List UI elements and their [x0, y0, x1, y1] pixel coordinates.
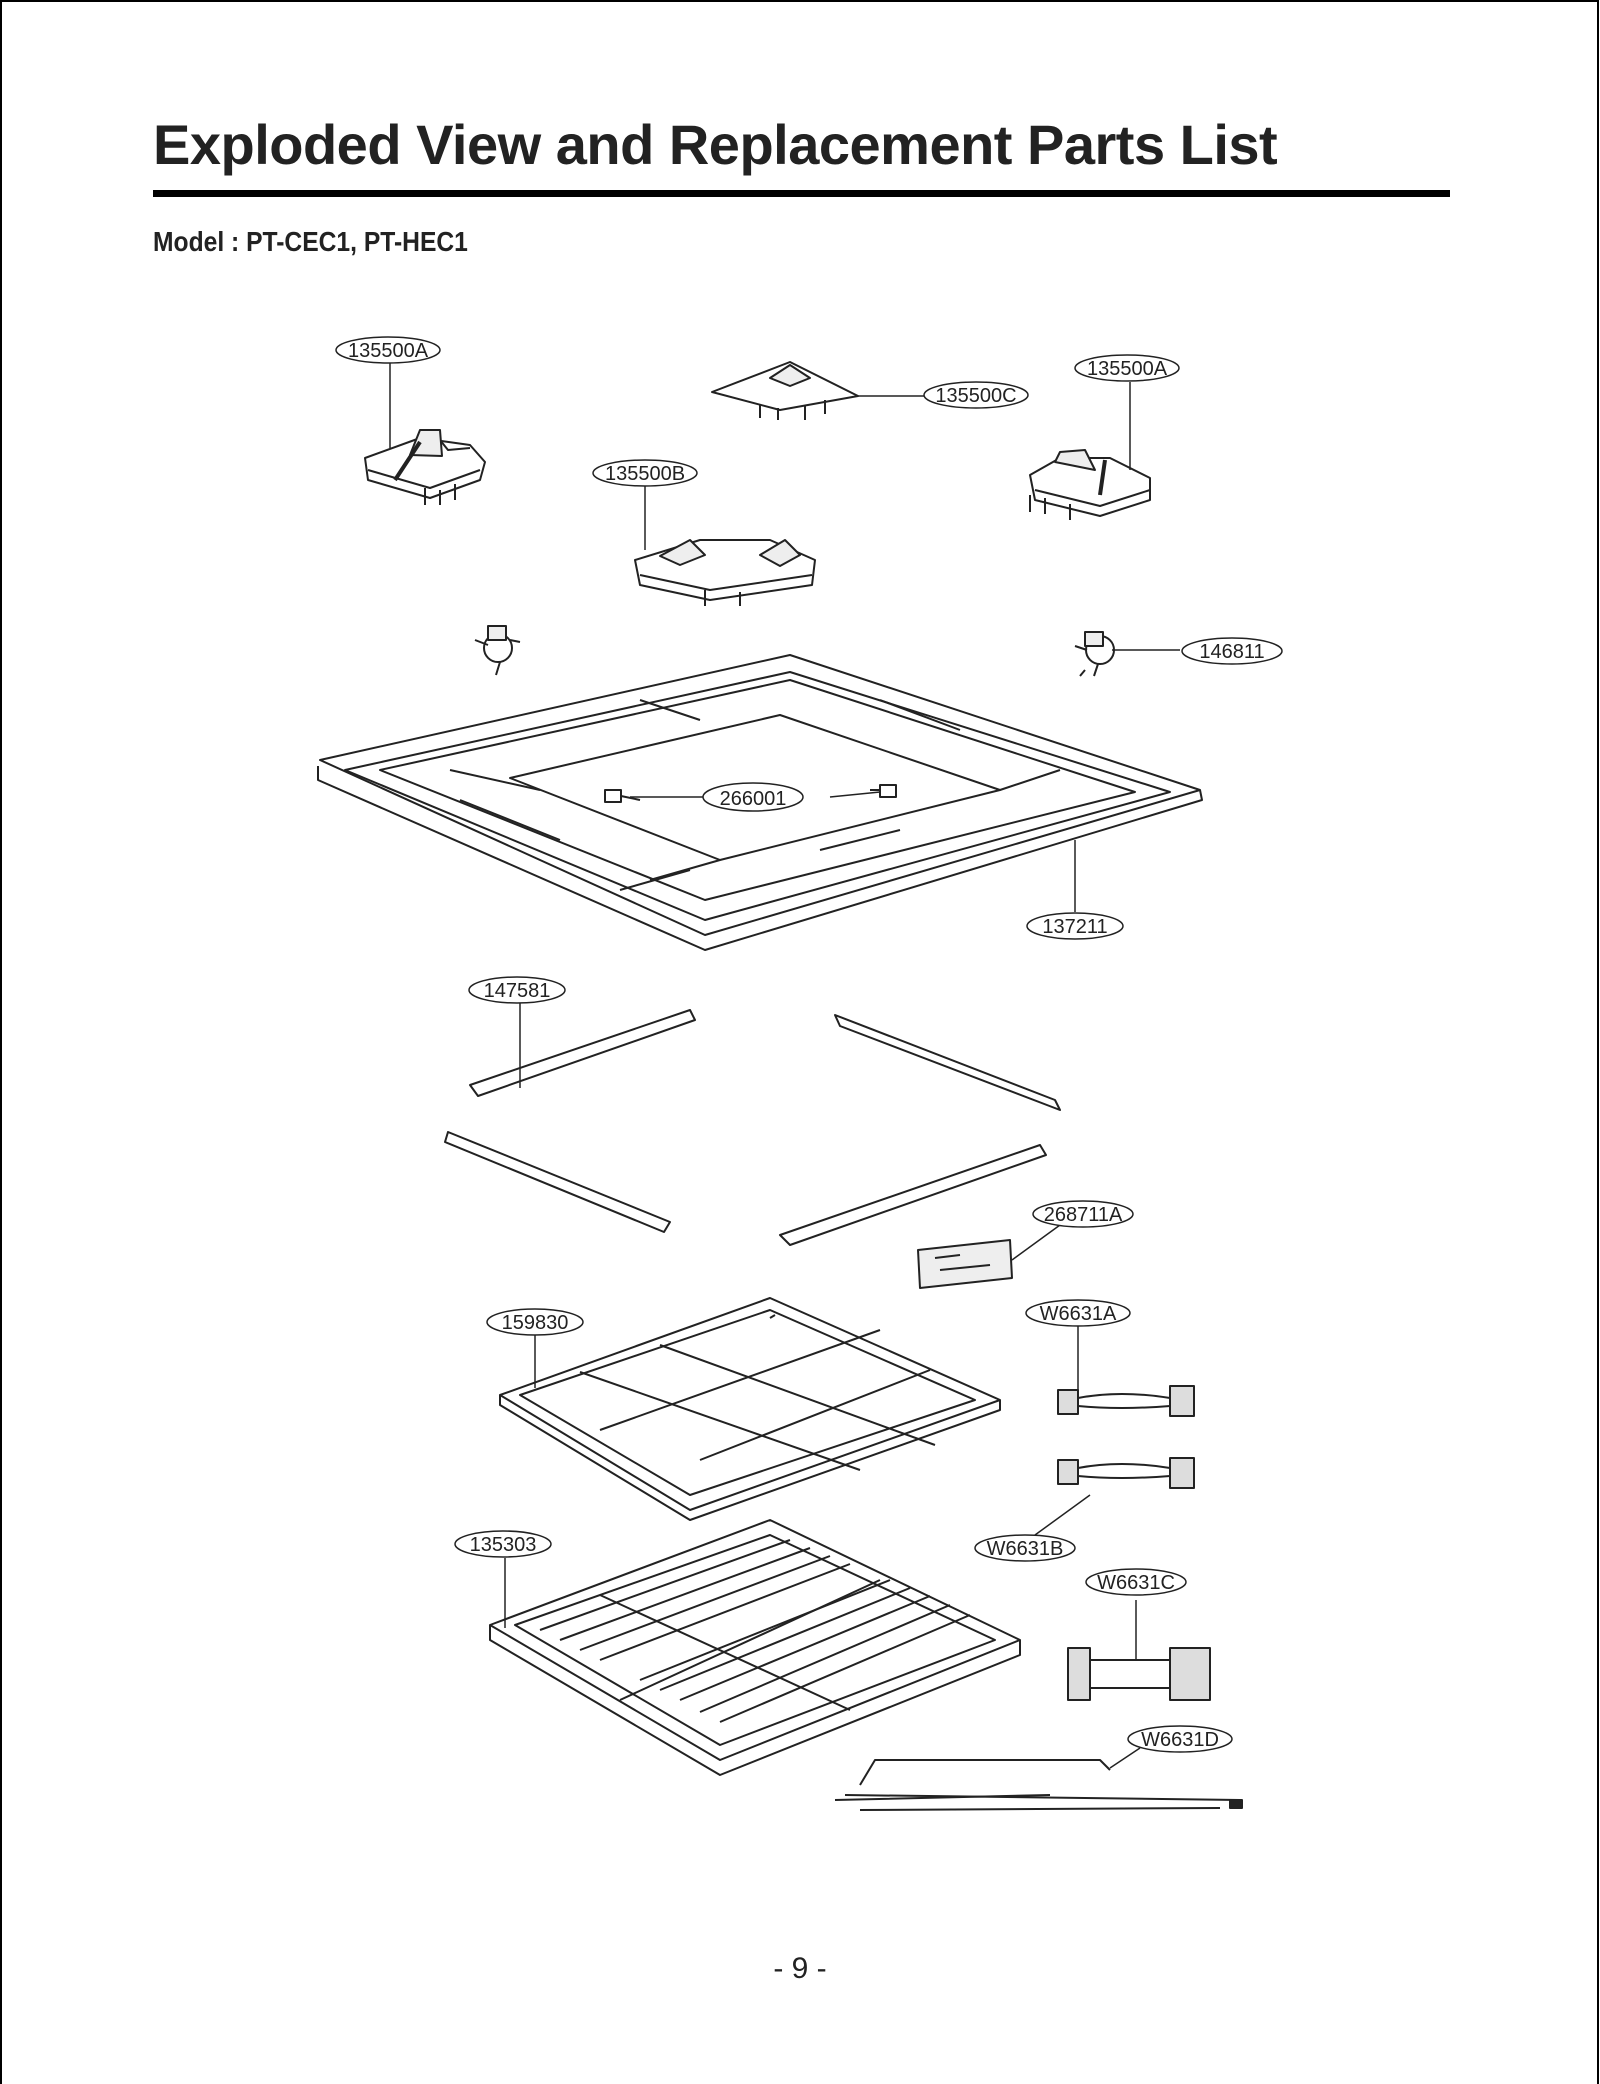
callout-w6631b: W6631B	[974, 1534, 1076, 1562]
svg-text:159830: 159830	[502, 1312, 569, 1334]
svg-text:135500B: 135500B	[605, 463, 685, 485]
svg-text:137211: 137211	[1042, 916, 1107, 938]
svg-text:268711A: 268711A	[1044, 1204, 1123, 1226]
svg-text:147581: 147581	[484, 980, 551, 1002]
callout-266001: 266001	[702, 782, 804, 812]
svg-text:135500C: 135500C	[935, 385, 1016, 407]
model-label: Model : PT-CEC1, PT-HEC1	[153, 226, 468, 257]
callout-135500a-right: 135500A	[1074, 354, 1180, 382]
part-268711a-drawing	[917, 1239, 1013, 1289]
callout-135500a-left: 135500A	[335, 336, 441, 364]
svg-text:W6631C: W6631C	[1097, 1572, 1175, 1594]
callout-146811: 146811	[1181, 637, 1283, 665]
svg-text:135500A: 135500A	[1087, 358, 1168, 380]
part-135500b-drawing	[634, 539, 816, 606]
callout-147581: 147581	[468, 976, 566, 1004]
part-266001-drawing	[604, 784, 897, 803]
title-rule	[153, 190, 1450, 197]
part-135500a-right-drawing	[1029, 449, 1151, 520]
part-w6631a-drawing	[1057, 1385, 1195, 1417]
part-135303-drawing	[489, 1519, 1021, 1776]
callout-w6631a: W6631A	[1025, 1299, 1131, 1327]
part-147581-drawing	[444, 1009, 1061, 1246]
callout-137211: 137211	[1026, 912, 1124, 940]
part-w6631b-drawing	[1057, 1457, 1195, 1489]
callout-135303: 135303	[454, 1530, 552, 1558]
part-135500a-left-drawing	[364, 429, 486, 505]
callout-135500c: 135500C	[923, 381, 1029, 409]
svg-text:266001: 266001	[720, 788, 787, 810]
svg-text:146811: 146811	[1199, 641, 1264, 663]
callout-135500b: 135500B	[592, 459, 698, 487]
part-135500c-drawing	[711, 361, 859, 420]
part-146811-drawing	[474, 625, 1115, 677]
page-number: - 9 -	[773, 1952, 827, 1985]
svg-text:W6631B: W6631B	[987, 1538, 1064, 1560]
part-w6631d-drawing	[834, 1759, 1243, 1811]
page-title: Exploded View and Replacement Parts List	[153, 113, 1278, 176]
svg-text:135500A: 135500A	[348, 340, 429, 362]
part-159830-drawing	[499, 1297, 1001, 1521]
svg-text:W6631D: W6631D	[1141, 1729, 1219, 1751]
callout-w6631c: W6631C	[1085, 1568, 1187, 1596]
callout-268711a: 268711A	[1032, 1200, 1134, 1228]
callout-159830: 159830	[486, 1308, 584, 1336]
svg-text:W6631A: W6631A	[1040, 1303, 1117, 1325]
callout-w6631d: W6631D	[1127, 1725, 1233, 1753]
svg-text:135303: 135303	[470, 1534, 537, 1556]
part-w6631c-drawing	[1067, 1647, 1211, 1701]
